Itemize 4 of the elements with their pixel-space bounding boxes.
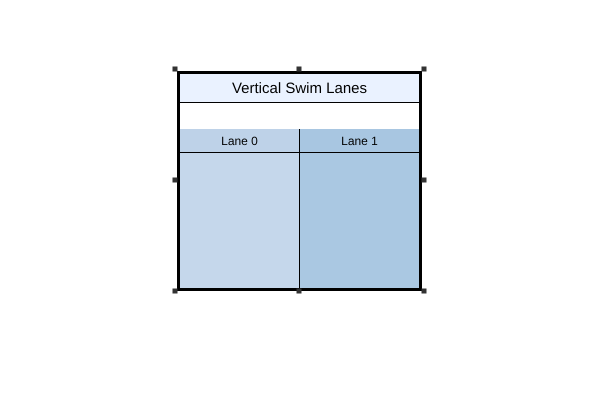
swim-lane (180, 129, 300, 288)
lane-title: Lane 0 (180, 129, 299, 153)
swim-lane (300, 129, 419, 288)
pool-title: Vertical Swim Lanes (180, 74, 419, 103)
